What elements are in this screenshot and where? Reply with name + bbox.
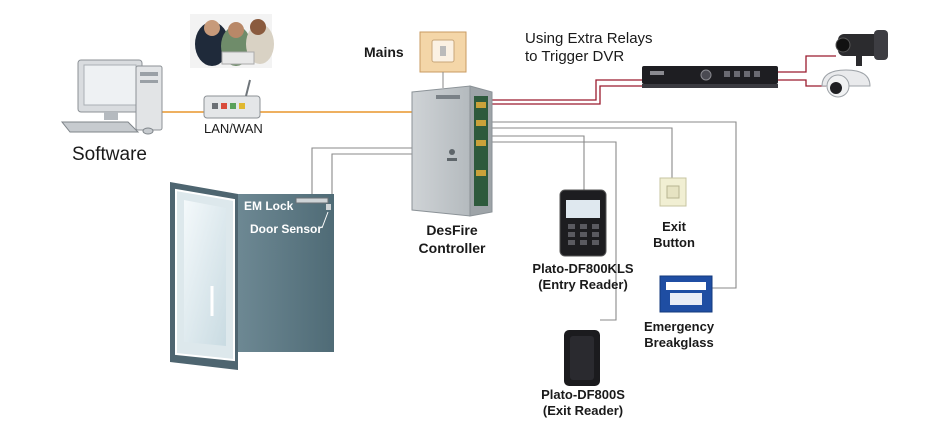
dome-camera-icon	[821, 69, 871, 98]
mains-socket-icon	[419, 31, 467, 88]
entry-reader-icon	[559, 189, 607, 257]
controller-label-line1: DesFire	[426, 222, 478, 238]
exit-button-label-line1: Exit	[662, 219, 686, 234]
door-sensor-label: Door Sensor	[250, 222, 323, 236]
router-icon	[203, 79, 261, 119]
exit-button-label-line2: Button	[653, 235, 695, 250]
exit-button-icon	[659, 177, 687, 207]
users-photo	[190, 14, 274, 68]
entry-reader-label-line1: Plato-DF800KLS	[532, 261, 634, 276]
lan-wan-label: LAN/WAN	[204, 121, 263, 136]
relay-cables	[488, 55, 836, 105]
relay-note-line2: to Trigger DVR	[525, 48, 625, 65]
computer-icon	[60, 59, 163, 135]
controller-label-line2: Controller	[418, 240, 486, 256]
em-lock-label: EM Lock	[244, 199, 294, 213]
breakglass-label-line1: Emergency	[643, 319, 715, 334]
exit-reader-icon	[564, 330, 600, 386]
controller-cabinet	[411, 85, 493, 217]
dvr-icon	[642, 66, 778, 88]
software-label: Software	[72, 144, 147, 165]
mains-label: Mains	[364, 44, 404, 60]
bullet-camera-icon	[835, 30, 888, 66]
door-icon	[170, 182, 334, 370]
entry-reader-label-line2: (Entry Reader)	[538, 277, 628, 292]
relay-note-line1: Using Extra Relays	[525, 30, 653, 47]
exit-reader-label-line1: Plato-DF800S	[541, 387, 625, 402]
signal-cables	[311, 121, 737, 321]
breakglass-icon	[659, 275, 713, 313]
breakglass-label-line2: Breakglass	[644, 335, 714, 350]
exit-reader-label-line2: (Exit Reader)	[542, 403, 624, 418]
